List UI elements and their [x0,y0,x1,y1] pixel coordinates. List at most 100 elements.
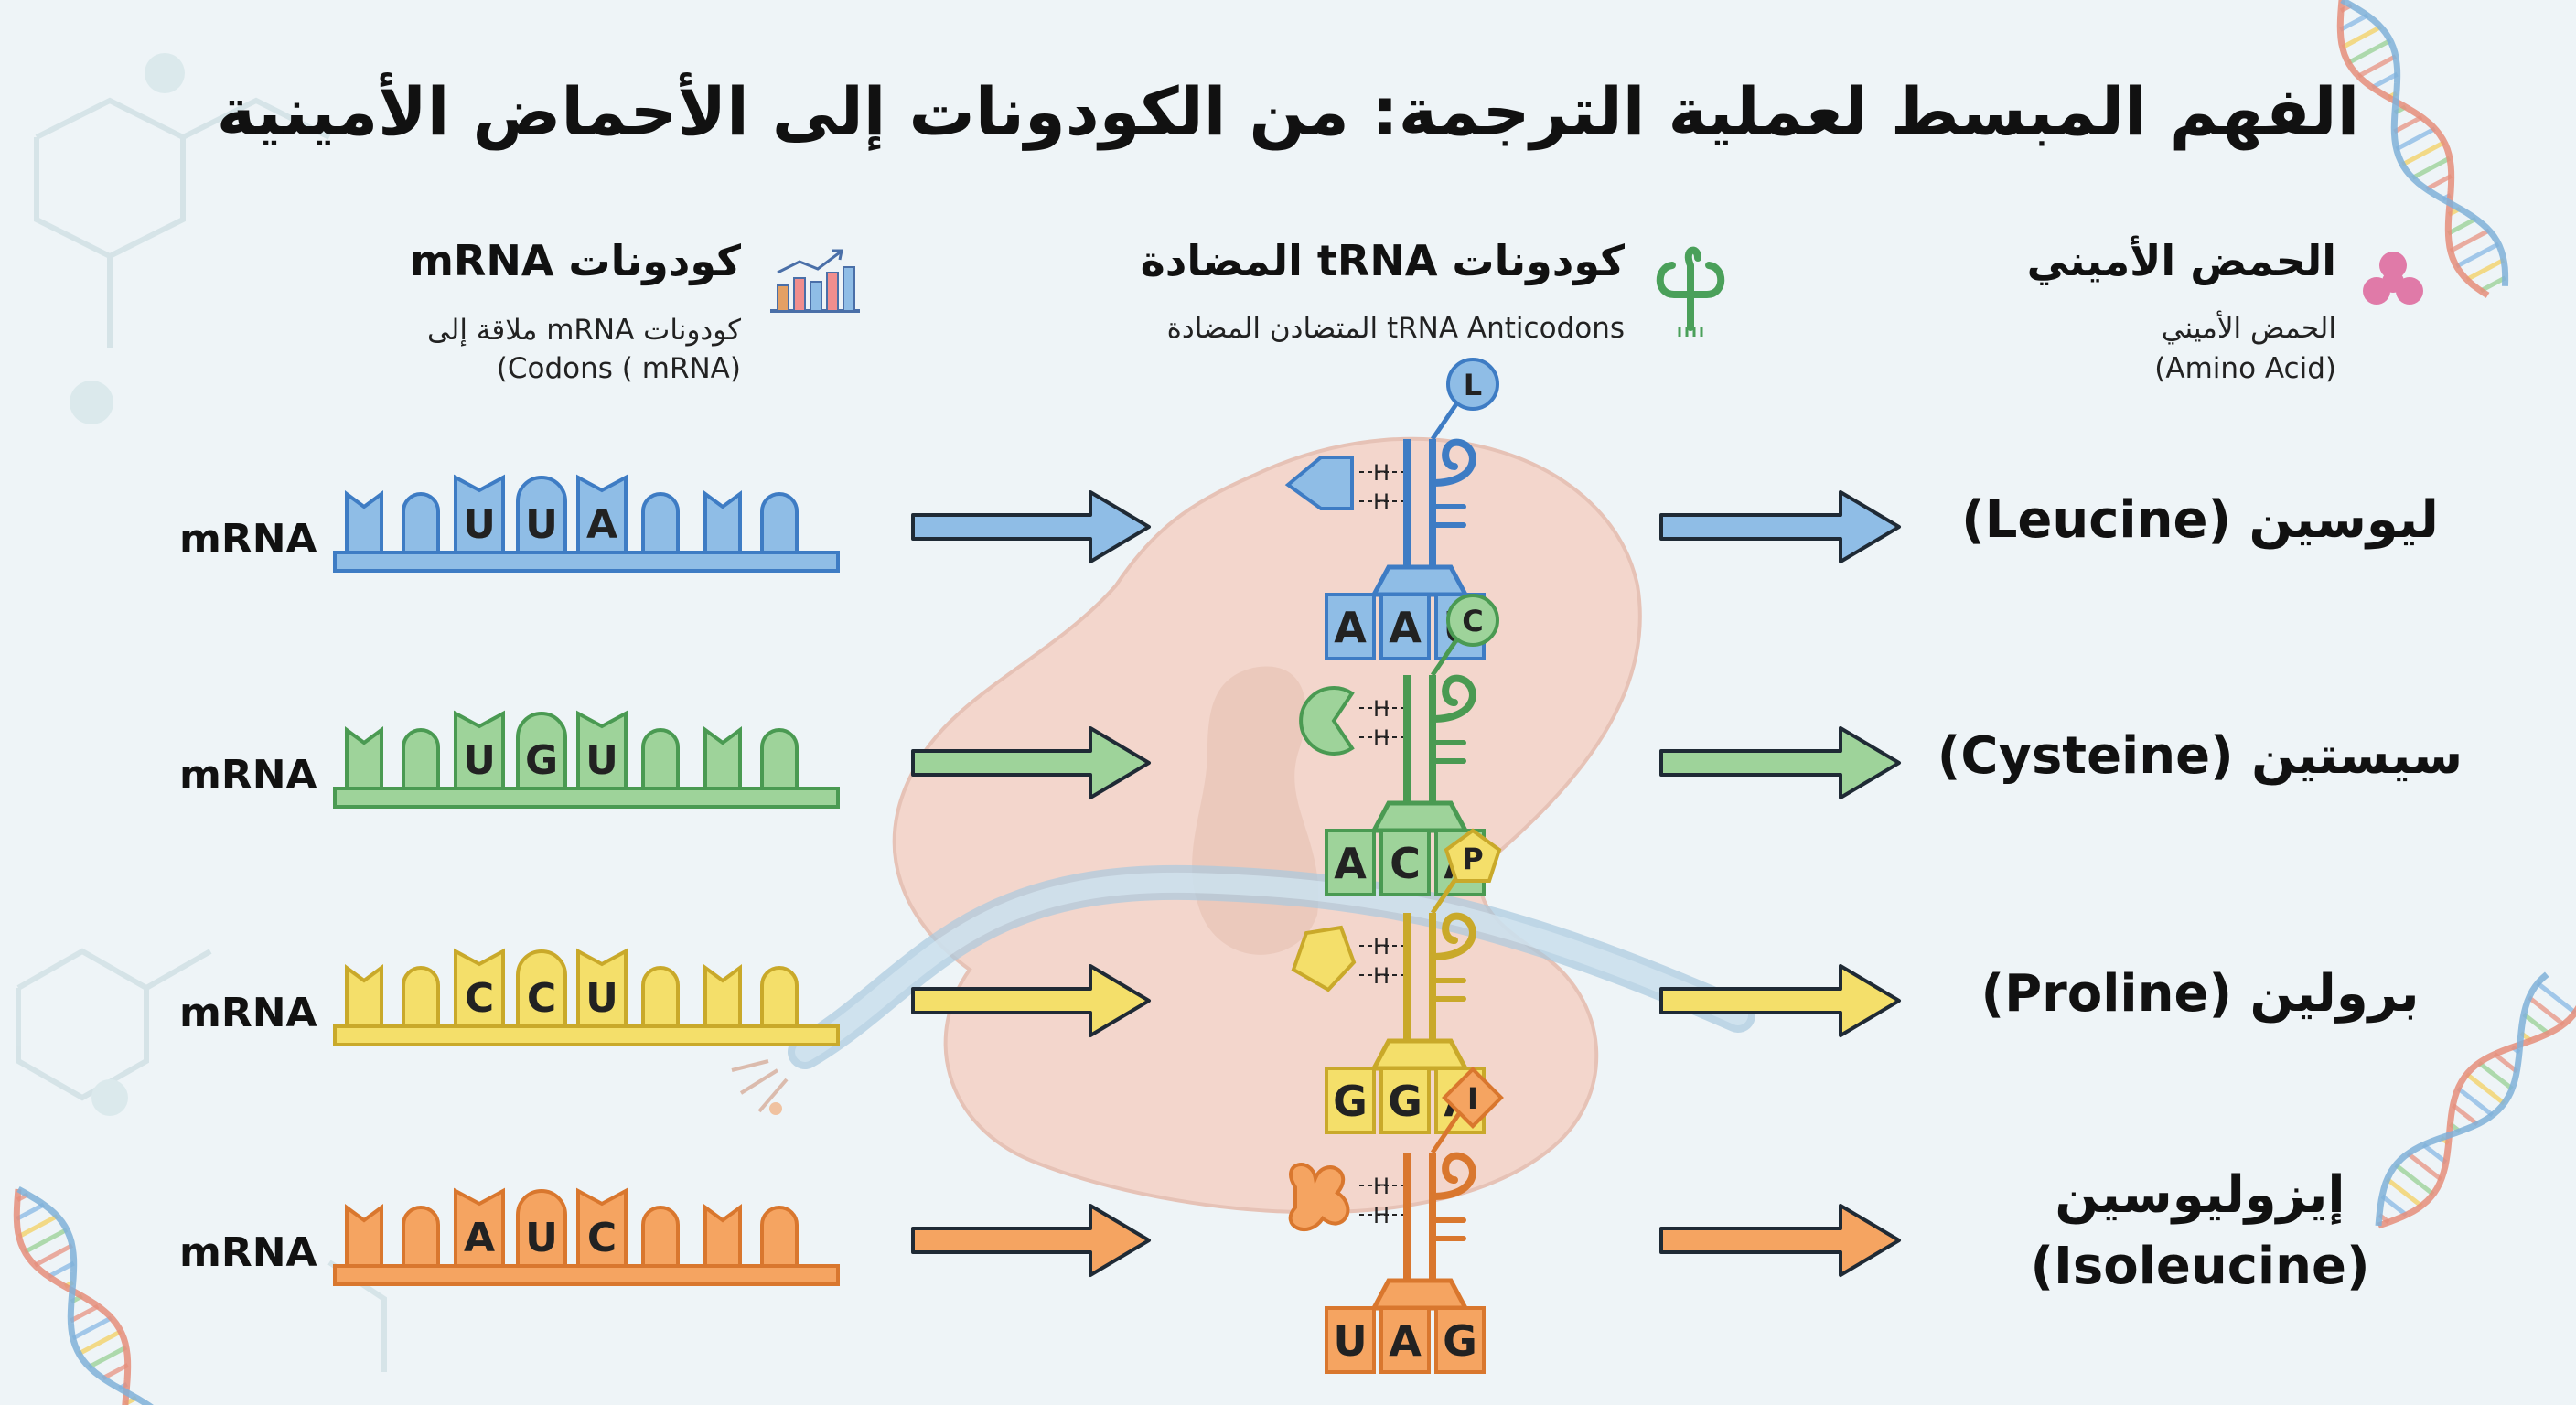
trna-column-heading: كودونات tRNA المضادة [1140,236,1625,285]
mrna-base [516,712,567,790]
codon-letter: A [586,501,617,548]
hydrogen-bond: H [1359,460,1403,486]
amino-letter: I [1467,1081,1478,1116]
mrna-row-label: mRNA [179,1229,317,1276]
amino-acid-icon [2363,252,2423,305]
dna-helix [2375,971,2576,1229]
mrna-base [703,726,742,790]
mrna-base [516,476,567,554]
mrna-row-label: mRNA [179,752,317,799]
mrna-base [760,492,799,554]
mrna-base [703,964,742,1028]
codon-letter: U [463,501,496,548]
amino-acid-name-line1: ليوسين (Leucine) [1961,490,2439,550]
bond-label: H [1373,963,1390,989]
trna-column-subtitle: tRNA Anticodons المتضادن المضادة [1166,312,1625,345]
mrna-column-heading: كودونات mRNA [409,236,741,285]
amino-acid-attachment [1299,686,1355,756]
trna-to-amino-arrow [1659,964,1901,1037]
amino-acid-attachment [1284,456,1354,510]
trna-to-amino-arrow [1659,726,1901,799]
amino-letter: L [1464,368,1482,402]
bond-label: H [1373,696,1390,722]
mrna-base [576,1187,628,1268]
trna-icon [1656,246,1725,337]
codon-letter: C [527,975,556,1022]
translation-row: UGUmRNAHHCACA [179,594,1901,896]
anticodon-base [1434,1306,1486,1374]
anticodon-base [1325,829,1376,896]
amino-letter: P [1462,842,1483,876]
codon-letter: G [525,737,558,784]
trna-to-amino-arrow [1659,1204,1901,1277]
codon-to-trna-arrow [911,964,1151,1037]
amino-acid-name: سيستين (Cysteine) [1866,721,2534,792]
anticodon-letter: G [1333,1077,1368,1126]
mrna-base [641,966,680,1028]
mrna-base [760,966,799,1028]
mrna-base [516,949,567,1028]
anticodon-base [1325,1306,1376,1374]
amino-acid-name-line1: إيزوليوسين [2055,1165,2345,1225]
codon-letter: U [585,975,618,1022]
bond-label: H [1373,460,1390,486]
mrna-base [402,1206,440,1268]
hydrogen-bond: H [1359,1203,1403,1228]
bond-label: H [1373,934,1390,960]
anticodon-letter: A [1389,603,1422,652]
amino-acid-name-line2: (Isoleucine) [2030,1237,2370,1296]
anticodon-base [1379,593,1431,660]
amino-acid-attachment [1288,1163,1350,1231]
codon-letter: A [464,1215,495,1261]
amino-acid-attachment [1291,925,1357,992]
amino-letter-badge: L [1446,358,1499,411]
mrna-row-label: mRNA [179,516,317,563]
hydrogen-bond: H [1359,489,1403,515]
mrna-base [641,1206,680,1268]
anticodon-letter: A [1334,839,1367,888]
mrna-base [576,948,628,1028]
mrna-base [345,726,383,790]
mrna-base [402,966,440,1028]
codon-letter: U [463,737,496,784]
anticodon-base [1379,1067,1431,1134]
mrna-base [454,710,505,790]
amino-acid-name: برولين (Proline) [1866,959,2534,1030]
hydrogen-bond: H [1359,963,1403,989]
mrna-base [454,1187,505,1268]
mrna-base [760,1206,799,1268]
anticodon-letter: A [1334,603,1367,652]
mrna-base [641,492,680,554]
hydrogen-bond: H [1359,725,1403,751]
codon-to-trna-arrow [911,1204,1151,1277]
codon-letter: C [465,975,494,1022]
mrna-backbone [333,1264,840,1286]
amino-acid-name: إيزوليوسين (Isoleucine) [1866,1160,2534,1303]
mrna-base [576,474,628,554]
bar-chart-icon [770,249,860,313]
mrna-base [516,1189,567,1268]
mrna-row-label: mRNA [179,990,317,1036]
mrna-column-subtitle-2: (mRNA ) Codons) [496,352,741,385]
mrna-base [641,728,680,790]
amino-letter-badge: I [1442,1067,1504,1129]
anticodon-base [1379,829,1431,896]
hydrogen-bond: H [1359,696,1403,722]
codon-to-trna-arrow [911,490,1151,563]
mrna-base [760,728,799,790]
amino-letter: C [1462,604,1483,638]
amino-column-subtitle-2: (Amino Acid) [2154,352,2336,385]
hydrogen-bond: H [1359,1174,1403,1199]
amino-acid-name-line1: سيستين (Cysteine) [1937,726,2463,786]
mrna-strand-through-ribosome [731,864,1755,1115]
bond-label: H [1373,1203,1390,1228]
codon-letter: C [587,1215,617,1261]
mrna-base [454,474,505,554]
